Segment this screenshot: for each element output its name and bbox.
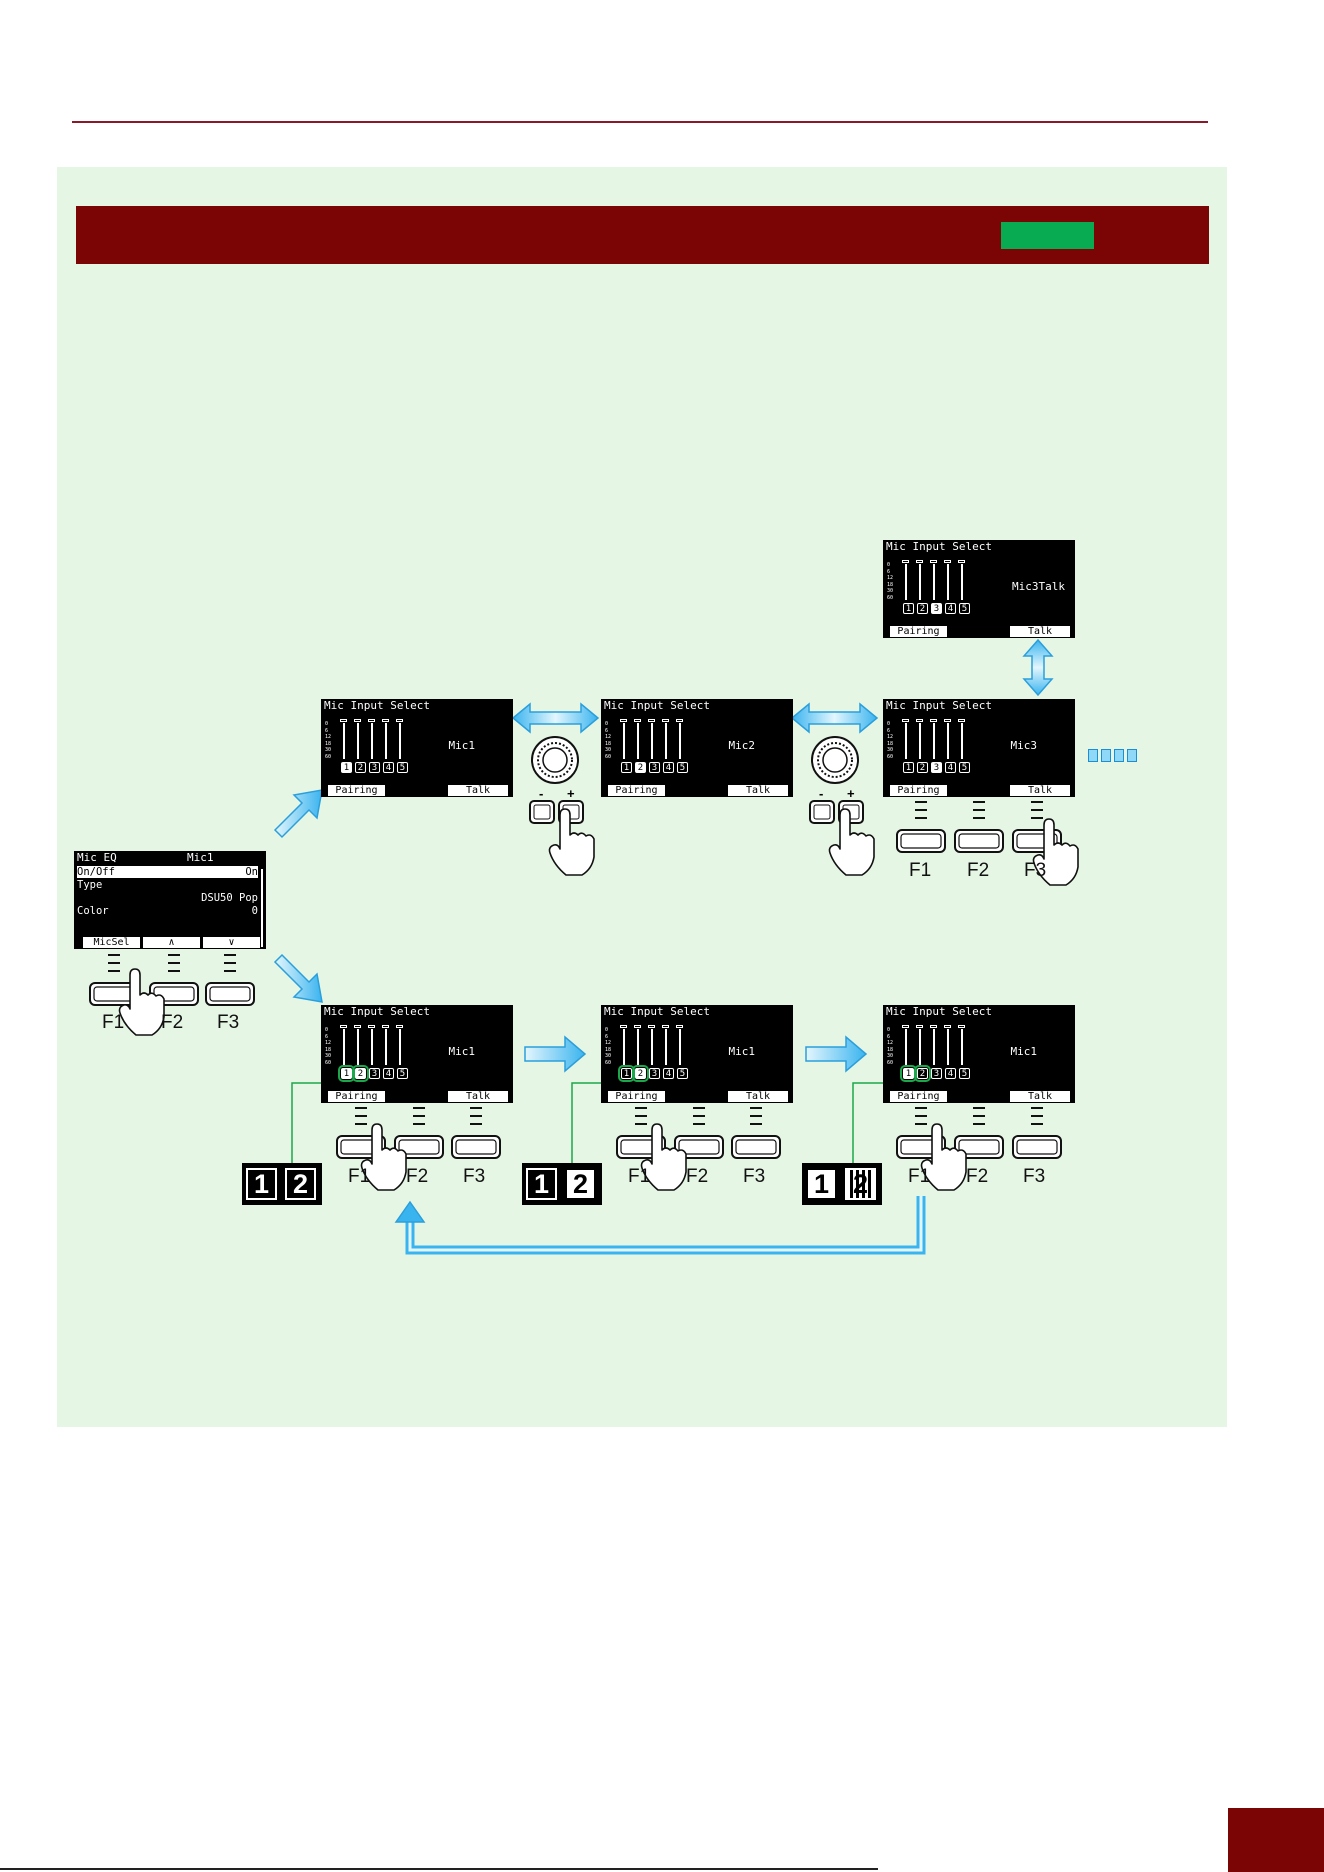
f3-label-b3: F3 — [1023, 1166, 1046, 1187]
f3-label-b2: F3 — [743, 1166, 766, 1187]
header-rule — [72, 121, 1208, 123]
value-knob-icon-1 — [531, 736, 579, 784]
arrow-double-1 — [511, 702, 600, 734]
value-knob-icon-2 — [811, 736, 859, 784]
arrow-up-right — [273, 789, 323, 839]
f3-label-b1: F3 — [463, 1166, 486, 1187]
dec-button-2 — [809, 800, 835, 824]
dec-button-1 — [529, 800, 555, 824]
arrow-right-2 — [805, 1035, 868, 1073]
eq-tab-up: ∧ — [143, 937, 200, 948]
eq-row-type-value: DSU50 Pop — [201, 892, 258, 904]
knob-minus-1: - — [539, 786, 544, 801]
arrow-double-2 — [790, 702, 879, 734]
f3-label-eq: F3 — [217, 1012, 240, 1033]
arrow-double-vertical — [1022, 638, 1054, 697]
arrow-down-right — [273, 953, 323, 1003]
section-tag — [1001, 222, 1094, 249]
footer-rule — [0, 1868, 878, 1870]
f2-label-b1: F2 — [406, 1166, 429, 1187]
f2-label-eq: F2 — [161, 1012, 184, 1033]
f1-label-top: F1 — [909, 860, 932, 881]
input-select-screen-mic3-talk: Mic Input Select 0 6 12 18 30 60 Mic3Tal… — [883, 540, 1075, 638]
f2-label-top: F2 — [967, 860, 990, 881]
content-panel — [57, 167, 1227, 1427]
f1-label-b1: F1 — [348, 1166, 371, 1187]
eq-scrollbar — [261, 869, 263, 947]
knob-plus-2: + — [847, 786, 855, 801]
knob-plus-1: + — [567, 786, 575, 801]
f3-label-top: F3 — [1024, 860, 1047, 881]
eq-row-type: Type — [77, 879, 103, 891]
f1-label-eq: F1 — [102, 1012, 125, 1033]
f1-label-b2: F1 — [628, 1166, 651, 1187]
knob-minus-2: - — [819, 786, 824, 801]
eq-title: Mic EQ — [77, 851, 117, 864]
eq-tab-down: ∨ — [203, 937, 260, 948]
eq-title-mic: Mic1 — [187, 851, 214, 864]
f2-label-b3: F2 — [966, 1166, 989, 1187]
arrow-right-1 — [524, 1035, 587, 1073]
f2-label-b2: F2 — [686, 1166, 709, 1187]
page-number-tab — [1228, 1808, 1324, 1872]
f1-label-b3: F1 — [908, 1166, 931, 1187]
continuation-dots — [1088, 749, 1140, 767]
eq-tab-micsel: MicSel — [83, 937, 140, 948]
callout-line-3 — [852, 1082, 896, 1175]
